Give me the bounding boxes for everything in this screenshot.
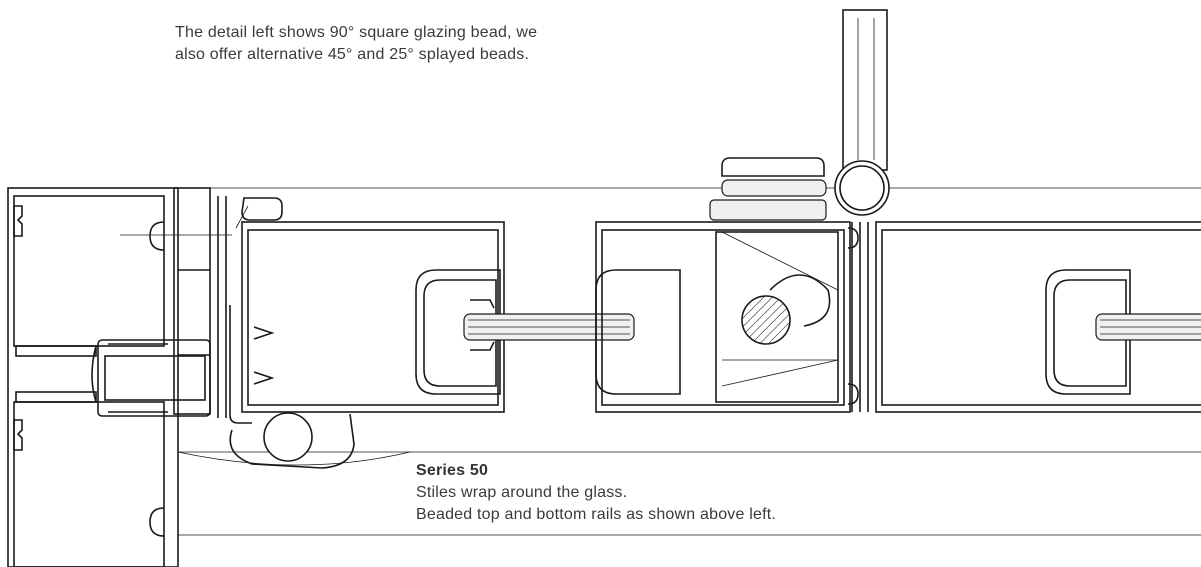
door-handle <box>834 9 890 216</box>
meeting-seals <box>847 222 869 412</box>
glazing-bead-note-line-1: The detail left shows 90° square glazing… <box>175 24 538 41</box>
reference-lines <box>177 187 1201 536</box>
series-title: Series 50 <box>416 462 489 479</box>
right-stile <box>875 221 1201 413</box>
center-stile <box>595 157 851 413</box>
series-caption-line-2: Beaded top and bottom rails as shown abo… <box>416 506 777 523</box>
rail-section <box>229 221 635 469</box>
glazing-bead-note: The detail left shows 90° square glazing… <box>175 22 537 66</box>
outer-frame-profile <box>7 187 283 567</box>
series-caption-line-1: Stiles wrap around the glass. <box>416 484 628 501</box>
series-caption: Series 50 Stiles wrap around the glass. … <box>416 460 776 526</box>
glazing-bead-note-line-2: also offer alternative 45° and 25° splay… <box>175 46 530 63</box>
